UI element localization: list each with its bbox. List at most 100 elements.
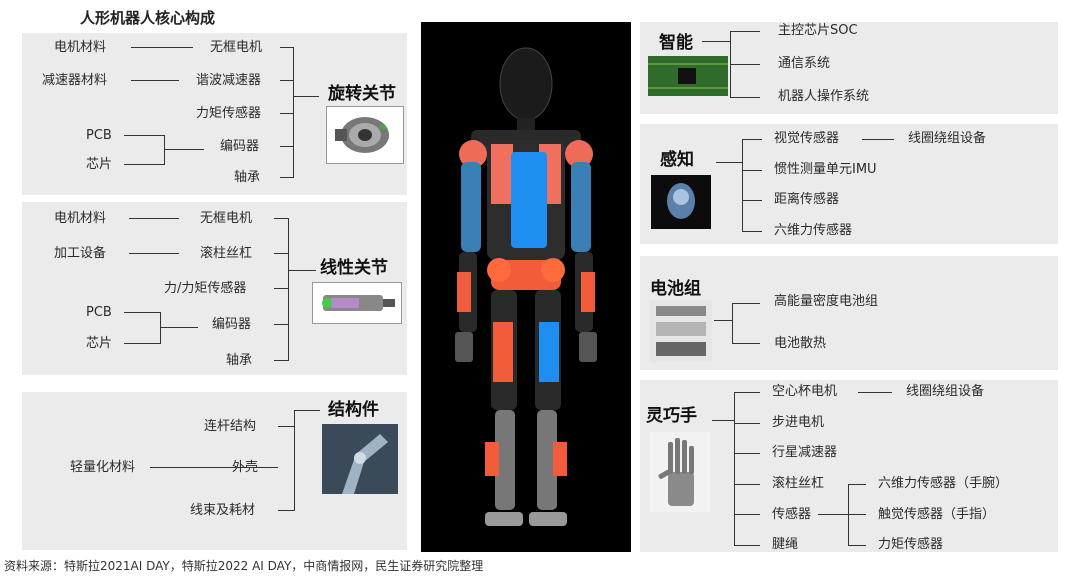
bracket-line: [278, 426, 294, 427]
rotary-part-frameless-motor: 无框电机: [210, 40, 263, 55]
linear-part-encoder: 编码器: [212, 317, 252, 332]
perception-item-vision: 视觉传感器: [774, 131, 840, 146]
battery-title: 电池组: [650, 279, 701, 299]
rotary-part-bearing: 轴承: [234, 170, 261, 185]
bracket-line: [278, 510, 294, 511]
hand-item-tendon: 腱绳: [772, 537, 799, 552]
bracket-line: [288, 270, 316, 271]
perception-item-distance: 距离传感器: [774, 192, 840, 207]
connector-line: [714, 320, 732, 321]
bracket-line: [734, 392, 735, 546]
structural-part-linkage: 连杆结构: [204, 419, 257, 434]
rotary-part-harmonic-reducer: 谐波减速器: [196, 73, 262, 88]
perception-item-imu: 惯性测量单元IMU: [774, 162, 877, 177]
rotary-part-torque-sensor: 力矩传感器: [196, 106, 262, 121]
bracket-line: [294, 410, 320, 411]
linear-part-frameless-motor: 无框电机: [200, 211, 253, 226]
rotary-part-encoder: 编码器: [220, 139, 260, 154]
connector-line: [124, 135, 164, 136]
bracket-line: [274, 360, 288, 361]
bracket-line: [734, 484, 760, 485]
bracket-line: [280, 80, 293, 81]
connector-line: [124, 312, 160, 313]
bracket-line: [293, 96, 319, 97]
dexterous-hand-title: 灵巧手: [646, 406, 697, 426]
structural-material: 轻量化材料: [70, 460, 136, 475]
bracket-line: [732, 303, 733, 344]
bracket-line: [730, 97, 760, 98]
intelligence-title: 智能: [659, 33, 693, 53]
hand-sensor-sub-finger: 触觉传感器（手指）: [878, 507, 996, 522]
connector-line: [858, 392, 892, 393]
bracket-line: [848, 514, 866, 515]
robot-image: [421, 22, 631, 552]
battery-item-high-density: 高能量密度电池组: [774, 294, 879, 309]
dexterous-hand-image: [650, 432, 710, 512]
battery-image: [650, 300, 712, 362]
connector-line: [129, 253, 179, 254]
bracket-line: [742, 139, 743, 232]
rotary-material-motor: 电机材料: [54, 40, 107, 55]
linear-material-chip: 芯片: [86, 336, 113, 351]
bracket-line: [742, 170, 762, 171]
rotary-material-reducer: 减速器材料: [42, 73, 108, 88]
source-note: 资料来源：特斯拉2021AI DAY，特斯拉2022 AI DAY，中商情报网，…: [4, 559, 484, 573]
bracket-line: [274, 218, 288, 219]
hand-motor-sub-coil: 线圈绕组设备: [906, 384, 985, 399]
linear-part-force-sensor: 力/力矩传感器: [164, 281, 247, 296]
linear-material-equipment: 加工设备: [54, 246, 107, 261]
connector-line: [712, 420, 734, 421]
intelligence-item-os: 机器人操作系统: [778, 89, 870, 104]
bracket-line: [848, 545, 866, 546]
bracket-line: [280, 177, 293, 178]
rotary-material-pcb: PCB: [86, 128, 112, 143]
connector-line: [160, 312, 161, 344]
bracket-line: [294, 410, 295, 511]
linear-part-roller-screw: 滚柱丝杠: [200, 246, 253, 261]
connector-line: [129, 218, 179, 219]
hand-sensor-sub-wrist: 六维力传感器（手腕）: [878, 476, 1009, 491]
structural-image: [322, 424, 398, 494]
connector-line: [818, 514, 848, 515]
rotary-material-chip: 芯片: [86, 157, 113, 172]
connector-line: [164, 149, 204, 150]
linear-material-motor: 电机材料: [54, 211, 107, 226]
bracket-line: [848, 484, 866, 485]
connector-line: [131, 47, 193, 48]
structural-part-harness: 线束及耗材: [190, 503, 256, 518]
connector-line: [131, 80, 179, 81]
hand-item-planetary-reducer: 行星减速器: [772, 445, 838, 460]
linear-joint-image: [312, 282, 402, 324]
perception-item-6d-force: 六维力传感器: [774, 223, 853, 238]
bracket-line: [742, 139, 762, 140]
hand-item-coreless-motor: 空心杯电机: [772, 384, 838, 399]
connector-line: [702, 41, 730, 42]
connector-line: [150, 467, 278, 468]
bracket-line: [734, 392, 760, 393]
bracket-line: [274, 253, 288, 254]
connector-line: [124, 343, 160, 344]
hand-item-sensor: 传感器: [772, 507, 812, 522]
connector-line: [124, 164, 164, 165]
intelligence-image: [648, 56, 728, 96]
linear-material-pcb: PCB: [86, 305, 112, 320]
hand-sensor-sub-torque: 力矩传感器: [878, 537, 944, 552]
connector-line: [862, 139, 894, 140]
perception-sub-coil: 线圈绕组设备: [908, 131, 987, 146]
perception-image: [651, 175, 711, 229]
intelligence-item-soc: 主控芯片SOC: [778, 23, 858, 38]
structural-part-shell: 外壳: [232, 460, 259, 475]
bracket-line: [734, 423, 760, 424]
bracket-line: [734, 453, 760, 454]
linear-part-bearing: 轴承: [226, 353, 253, 368]
bracket-line: [730, 64, 760, 65]
bracket-line: [742, 231, 762, 232]
bracket-line: [293, 47, 294, 178]
hand-item-roller-screw: 滚柱丝杠: [772, 476, 825, 491]
diagram-title: 人形机器人核心构成: [80, 9, 216, 27]
bracket-line: [288, 218, 289, 361]
bracket-line: [280, 146, 293, 147]
connector-line: [164, 135, 165, 165]
rotary-joint-image: [326, 106, 404, 164]
perception-title: 感知: [660, 150, 694, 170]
